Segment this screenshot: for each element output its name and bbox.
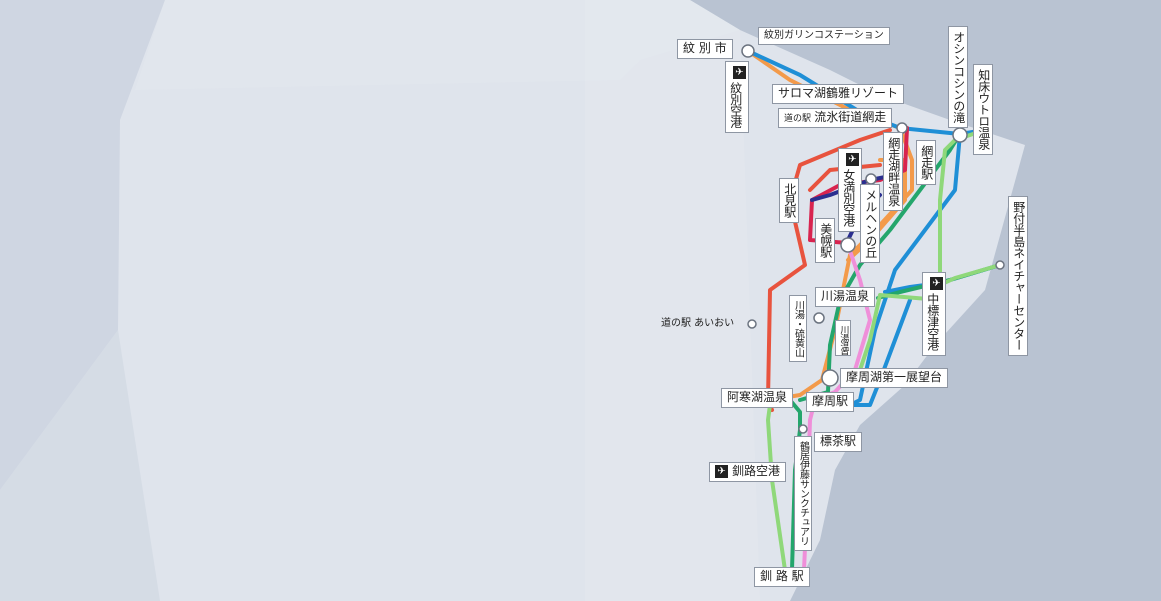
station-label-abashiri-station[interactable]: 網走駅 bbox=[916, 140, 936, 185]
stop-circle-icon[interactable] bbox=[840, 237, 856, 253]
stop-circle-icon[interactable] bbox=[995, 260, 1005, 270]
stop-circle-icon[interactable] bbox=[798, 424, 808, 434]
airplane-icon: ✈ bbox=[929, 277, 943, 290]
station-label-kawayu-iozan[interactable]: 川湯・硫黄山 bbox=[789, 295, 807, 362]
nakashibetsu-airport-text: 中標津空港 bbox=[925, 293, 940, 351]
stop-circle-icon[interactable] bbox=[741, 44, 755, 58]
station-label-monbetsu-gas[interactable]: 紋別ガリンコステーション bbox=[758, 27, 890, 45]
route-line-red-2 bbox=[808, 163, 882, 192]
stop-circle-icon[interactable] bbox=[747, 319, 757, 329]
airplane-icon: ✈ bbox=[845, 153, 859, 166]
station-label-notsuke-nature[interactable]: 野付半島ネイチャーセンター bbox=[1008, 196, 1028, 356]
station-label-michinoeki-ryuhyo[interactable]: 道の駅 流氷街道網走 bbox=[778, 108, 893, 128]
land-shade-bottom bbox=[0, 330, 160, 601]
airplane-icon: ✈ bbox=[715, 465, 728, 478]
station-label-abashiri-kohan[interactable]: 網走湖畔温泉 bbox=[883, 132, 903, 211]
station-label-bihoro-station[interactable]: 美幌駅 bbox=[815, 218, 835, 263]
stop-circle-icon[interactable] bbox=[952, 127, 968, 143]
stop-circle-icon[interactable] bbox=[821, 369, 839, 387]
station-label-kushiro-airport[interactable]: ✈ 釧路空港 bbox=[709, 462, 787, 482]
station-label-kushiro-station[interactable]: 釧 路 駅 bbox=[754, 567, 810, 587]
station-label-oshinkoshin[interactable]: オシンコシンの滝 bbox=[948, 26, 968, 128]
station-label-memanbetsu-airport[interactable]: ✈ 女満別空港 bbox=[838, 148, 862, 232]
station-label-mashu-station[interactable]: 摩周駅 bbox=[806, 392, 855, 412]
station-label-mashu-observatory[interactable]: 摩周湖第一展望台 bbox=[840, 368, 949, 388]
route-line-red bbox=[766, 128, 892, 412]
land-light-right bbox=[585, 0, 760, 601]
land-shade-mid bbox=[135, 0, 740, 90]
station-label-shiretoko-utoro[interactable]: 知床ウトロ温泉 bbox=[973, 64, 993, 155]
station-label-akanko-onsen[interactable]: 阿寒湖温泉 bbox=[721, 388, 794, 408]
memanbetsu-airport-text: 女満別空港 bbox=[841, 169, 856, 227]
station-label-saroma-resort[interactable]: サロマ湖鶴雅リゾート bbox=[772, 84, 905, 104]
station-label-nakashibetsu-airport[interactable]: ✈ 中標津空港 bbox=[922, 272, 946, 356]
kushiro-airport-text: 釧路空港 bbox=[732, 464, 781, 478]
station-label-michinoeki-aioi[interactable]: 道の駅 あいおい bbox=[661, 318, 735, 329]
stop-circle-icon[interactable] bbox=[865, 173, 877, 185]
station-label-tsurui-sanctuary[interactable]: 鶴居伊藤サンクチュアリ bbox=[794, 436, 812, 551]
station-label-meruhen-hill[interactable]: メルヘンの丘 bbox=[860, 184, 880, 263]
michinoeki-prefix: 道の駅 bbox=[784, 114, 812, 124]
station-label-shibecha-station[interactable]: 標茶駅 bbox=[814, 432, 863, 452]
monbetsu-airport-text: 紋別空港 bbox=[728, 82, 743, 128]
station-label-kitami-station[interactable]: 北見駅 bbox=[779, 178, 799, 223]
station-label-kawayu-onsen-station[interactable]: 川湯温泉駅 bbox=[835, 320, 852, 356]
station-label-kawayu-onsen[interactable]: 川湯温泉 bbox=[815, 287, 876, 307]
michinoeki-ryuhyo-text: 流氷街道網走 bbox=[814, 110, 887, 124]
airplane-icon: ✈ bbox=[732, 66, 746, 79]
station-label-monbetsu-airport[interactable]: ✈ 紋別空港 bbox=[725, 61, 749, 133]
route-line-blue-2 bbox=[838, 132, 962, 412]
station-markers bbox=[741, 44, 1005, 434]
stop-circle-icon[interactable] bbox=[813, 312, 825, 324]
route-line-lightgreen-3 bbox=[766, 403, 787, 572]
land-shade-left bbox=[0, 0, 165, 490]
station-label-monbetsu-city[interactable]: 紋 別 市 bbox=[677, 39, 733, 59]
